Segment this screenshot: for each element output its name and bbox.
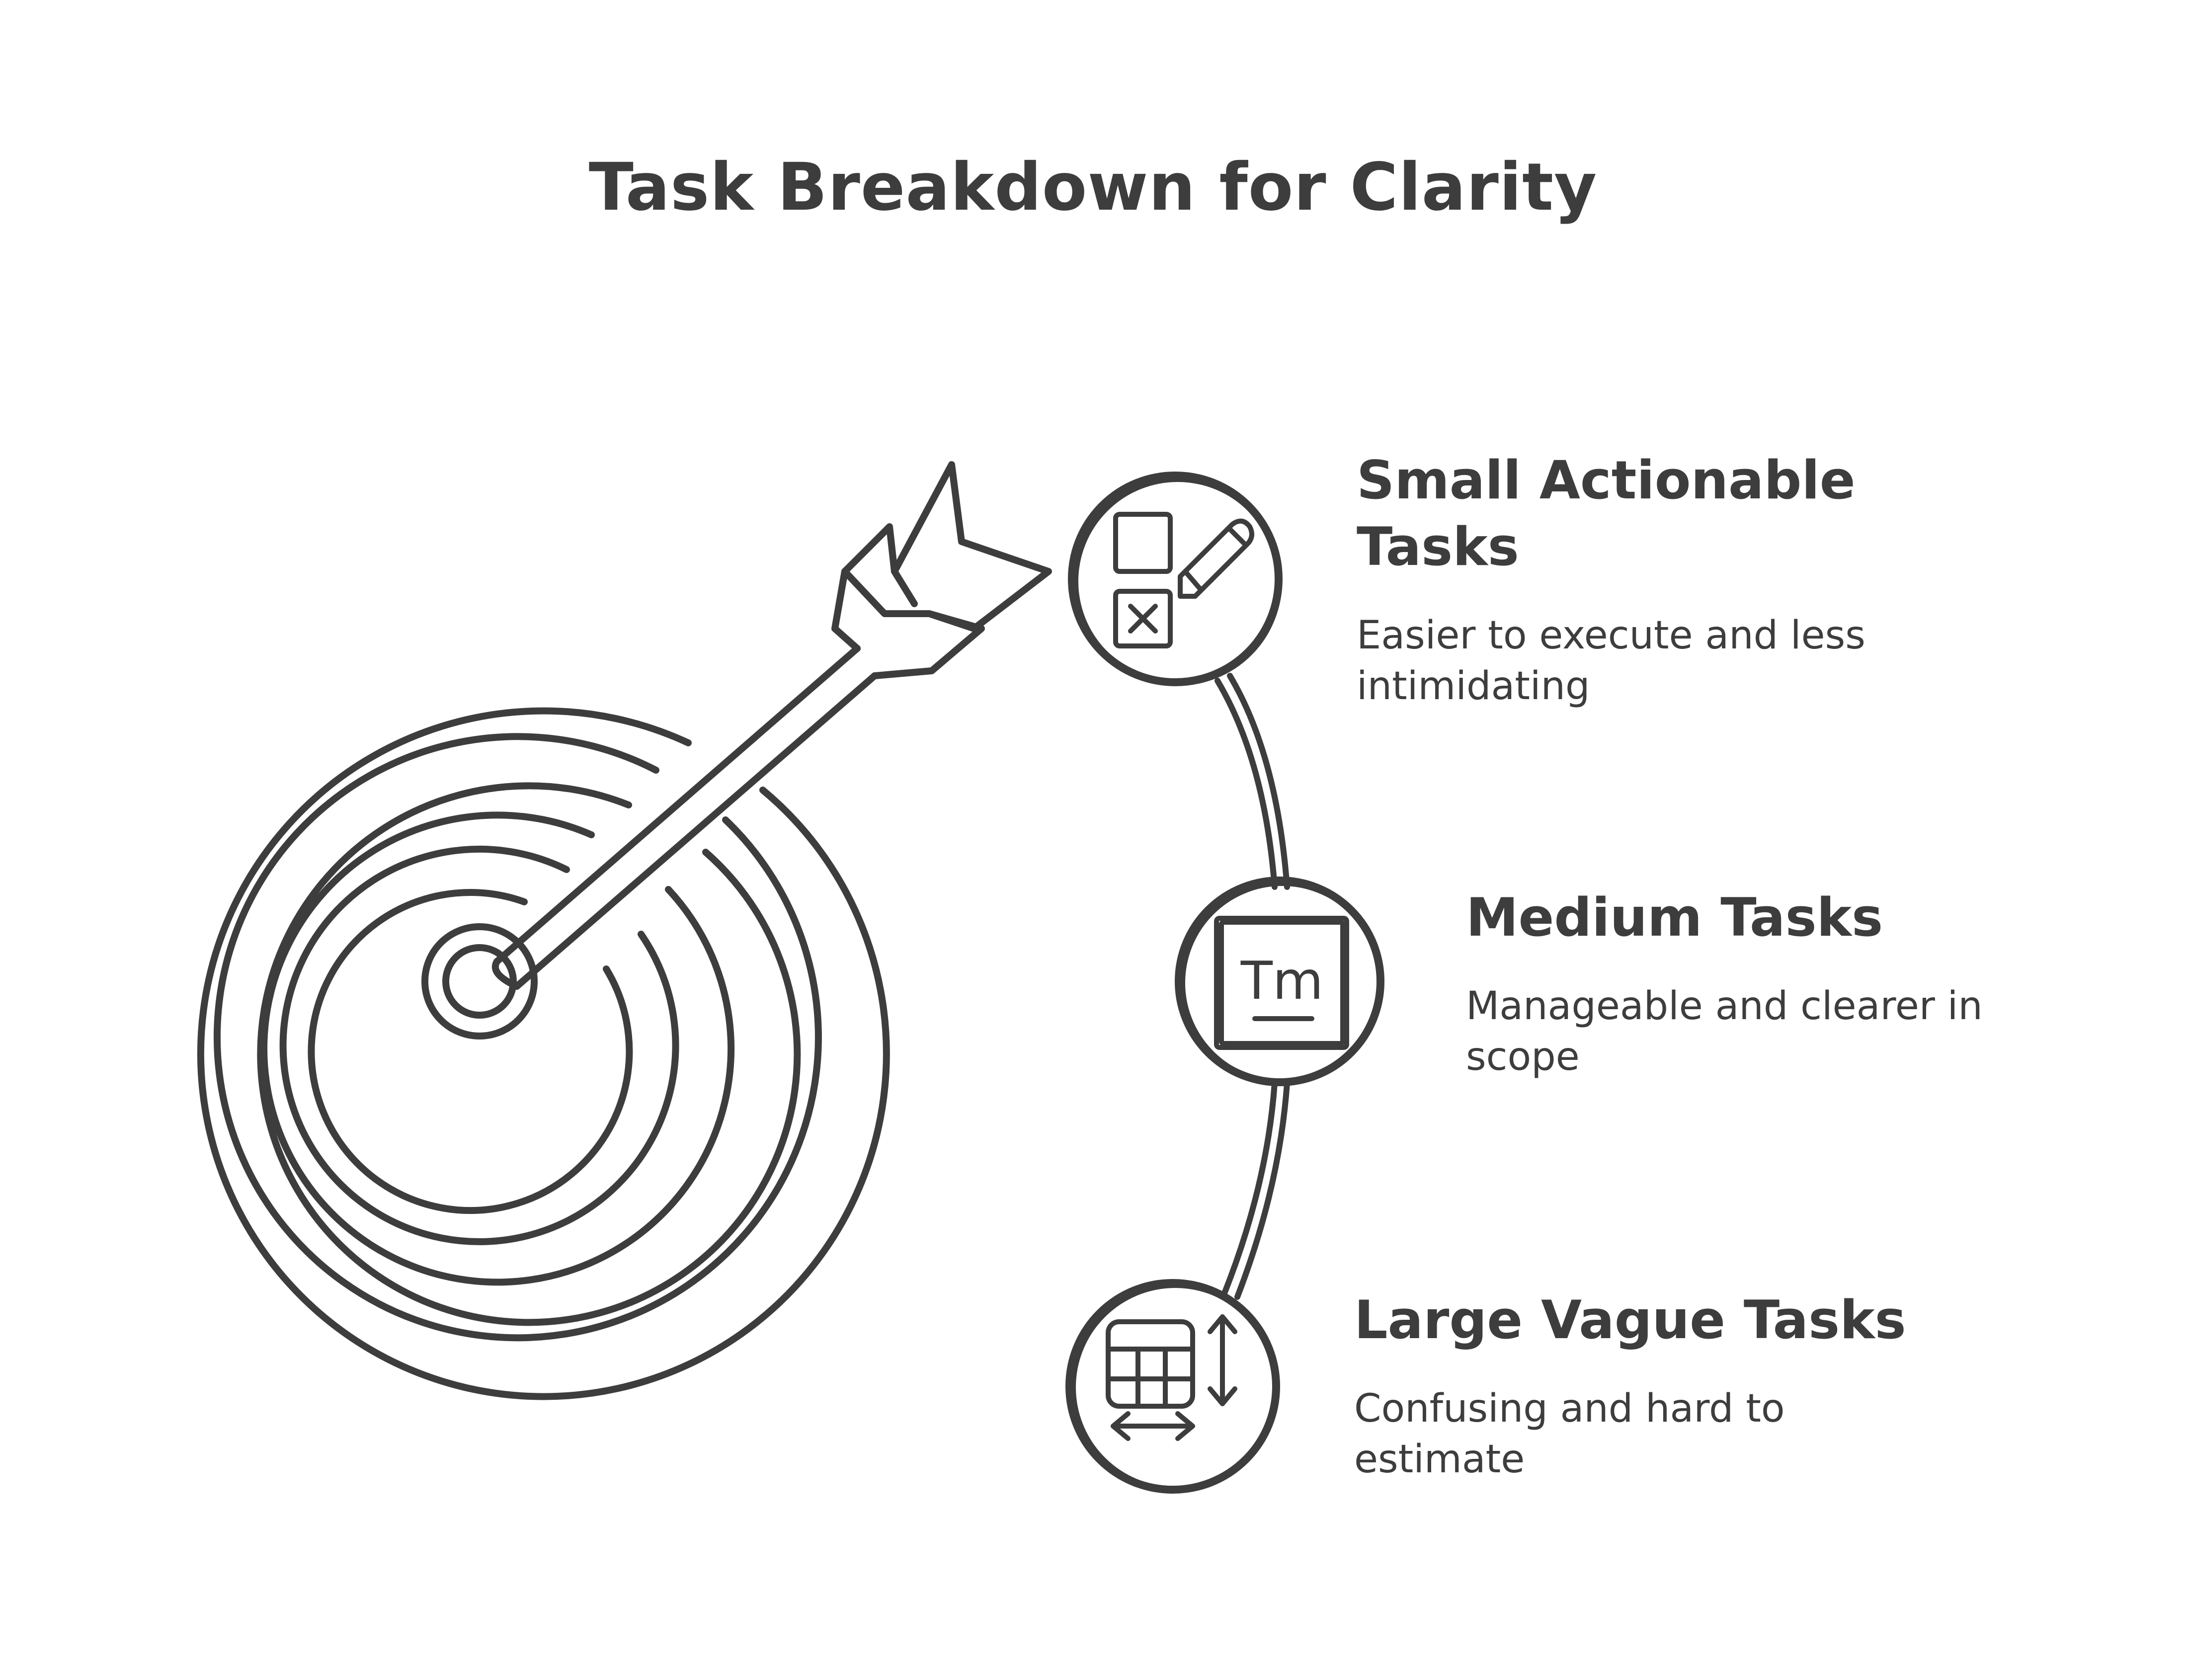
arrow-icon xyxy=(491,461,1052,990)
target-icon xyxy=(197,707,890,1400)
item-medium: Medium Tasks Manageable and clearer in s… xyxy=(1466,884,2112,1082)
item-title-line1: Large Vague Tasks xyxy=(1354,1289,1906,1351)
connector-arc xyxy=(1214,673,1290,1300)
item-description-line2: intimidating xyxy=(1357,664,1590,709)
item-description: Manageable and clearer in scope xyxy=(1466,981,2112,1082)
table-resize-icon xyxy=(1106,1314,1237,1441)
item-large-vague: Large Vague Tasks Confusing and hard to … xyxy=(1354,1287,2000,1485)
item-description-line2: estimate xyxy=(1354,1437,1525,1482)
page-title: Task Breakdown for Clarity xyxy=(588,149,1598,226)
node-small-actionable xyxy=(1068,472,1283,686)
item-description: Confusing and hard to estimate xyxy=(1354,1383,2000,1485)
text-format-glyph: Tm xyxy=(1240,951,1323,1011)
item-description: Easier to execute and less intimidating xyxy=(1357,610,2003,712)
item-description-line1: Easier to execute and less xyxy=(1357,613,1865,658)
checklist-pencil-icon xyxy=(1113,512,1254,648)
node-medium: Tm xyxy=(1175,877,1384,1086)
item-description-line1: Confusing and hard to xyxy=(1354,1386,1785,1431)
node-large-vague xyxy=(1065,1279,1280,1494)
item-description-line1: Manageable and clearer in xyxy=(1466,984,1983,1029)
item-title-line1: Medium Tasks xyxy=(1466,887,1883,948)
item-title-line2: Tasks xyxy=(1357,516,1519,577)
item-small-actionable: Small Actionable Tasks Easier to execute… xyxy=(1357,447,2003,712)
text-format-icon: Tm xyxy=(1214,916,1349,1050)
item-description-line2: scope xyxy=(1466,1035,1580,1079)
item-title-line1: Small Actionable xyxy=(1357,450,1856,511)
